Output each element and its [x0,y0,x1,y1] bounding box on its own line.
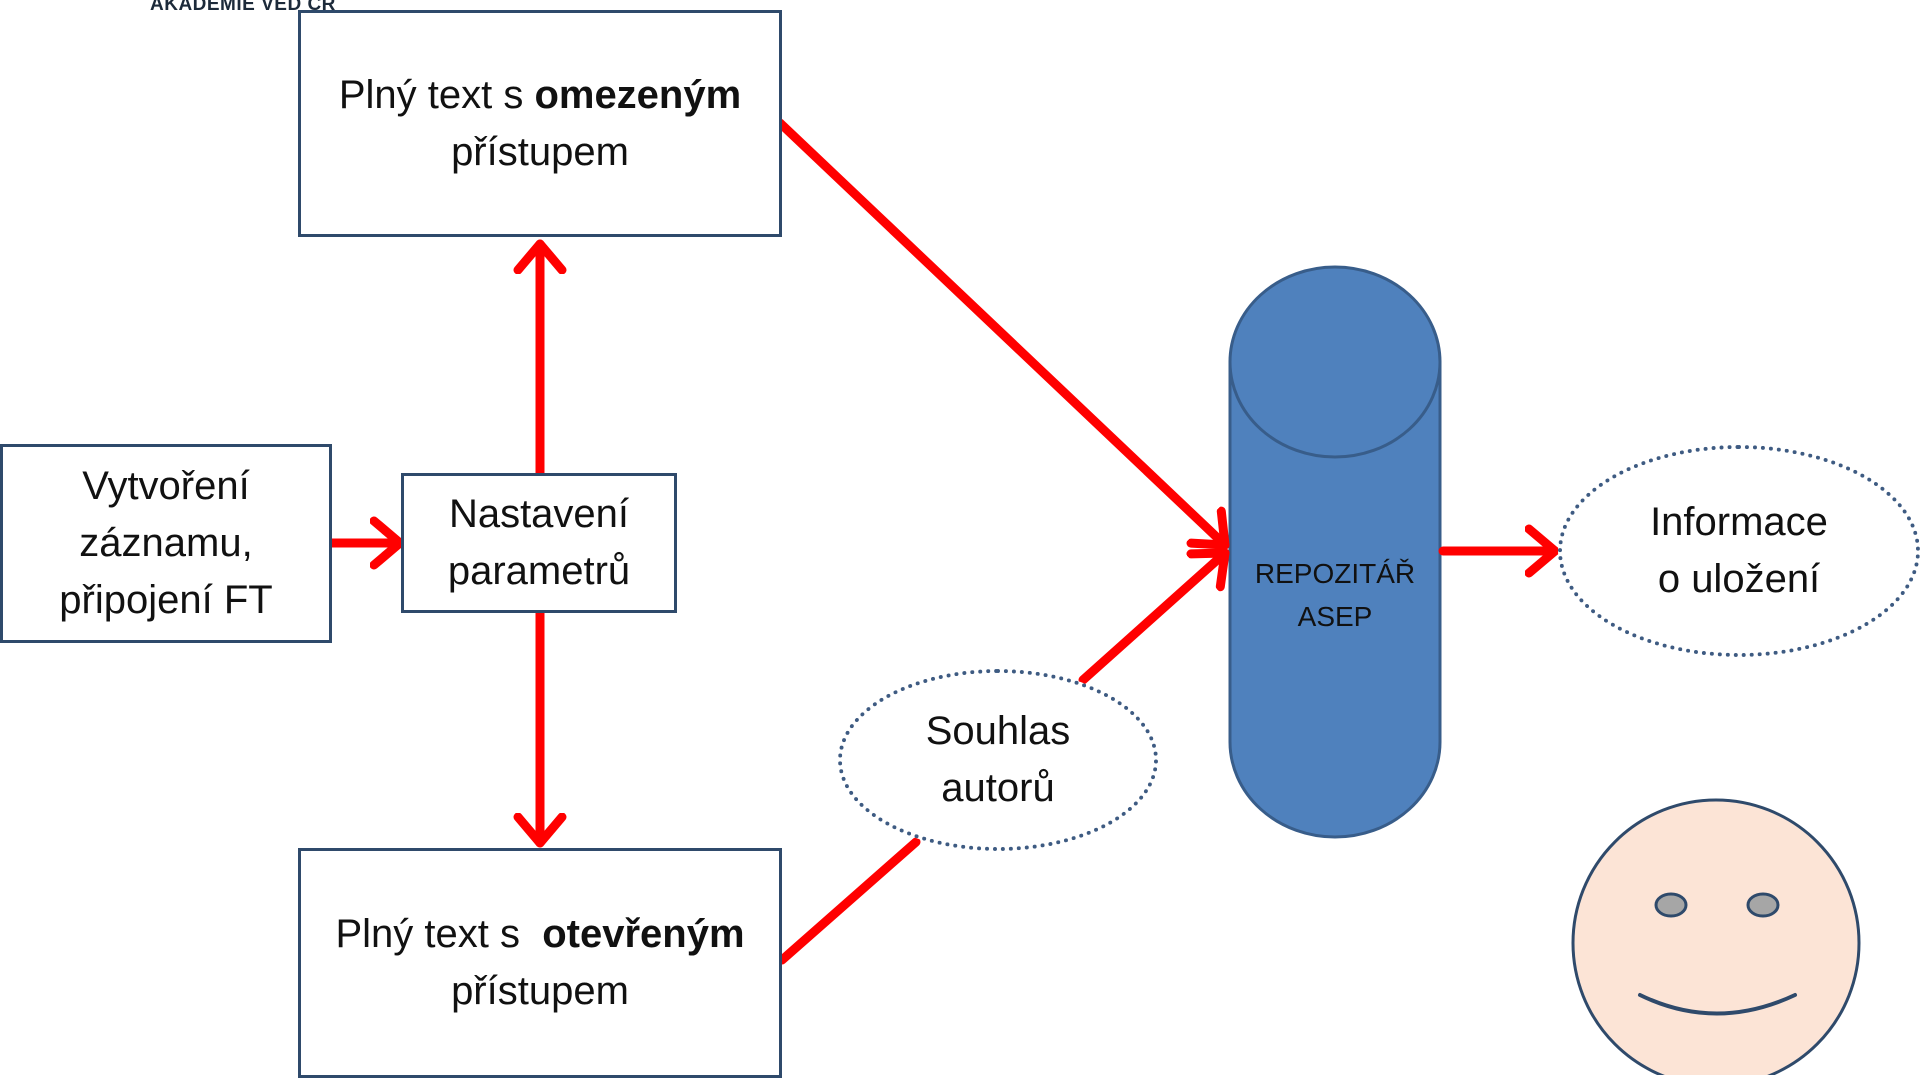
node-consent-line1: Souhlas [925,709,1071,754]
node-storage-info: Informace o uložení [1558,445,1920,657]
arrow-restricted-to-repository [775,118,1230,550]
node-record-line3: připojení FT [59,577,273,622]
arrows [326,118,1560,965]
node-repository-line1: REPOZITÁŘ [1254,558,1416,589]
node-repository-label: REPOZITÁŘ ASEP [1230,552,1440,639]
organization-header: AKADEMIE VĚD ČR [150,0,336,15]
node-restricted-bold: omezeným [534,72,742,117]
node-consent-line2: autorů [941,766,1055,810]
node-record-line1: Vytvoření [82,464,250,509]
repository-cylinder [1228,265,1442,839]
node-open-access: Plný text s otevřeným přístupem [298,848,782,1078]
smiley-face-icon [1571,798,1861,1075]
node-record-line2: záznamu, [79,521,253,566]
node-parameter-settings: Nastavení parametrů [401,473,677,613]
node-open-bold: otevřeným [542,912,745,957]
node-repository-line2: ASEP [1297,601,1373,633]
node-record-creation: Vytvoření záznamu, připojení FT [0,444,332,643]
arrow-consent-to-repository [1078,548,1230,685]
node-restricted-access: Plný text s omezeným přístupem [298,10,782,237]
node-author-consent: Souhlas autorů [838,669,1158,851]
node-info-line1: Informace [1650,500,1828,545]
node-restricted-text: Plný text s [338,72,535,117]
node-settings-line2: parametrů [447,549,631,593]
line-open-to-consent [777,837,921,965]
node-open-text: Plný text s [335,912,543,957]
node-restricted-line2: přístupem [451,129,629,174]
node-info-line2: o uložení [1657,557,1821,601]
node-settings-line1: Nastavení [448,492,630,537]
node-open-line2: přístupem [451,969,629,1013]
